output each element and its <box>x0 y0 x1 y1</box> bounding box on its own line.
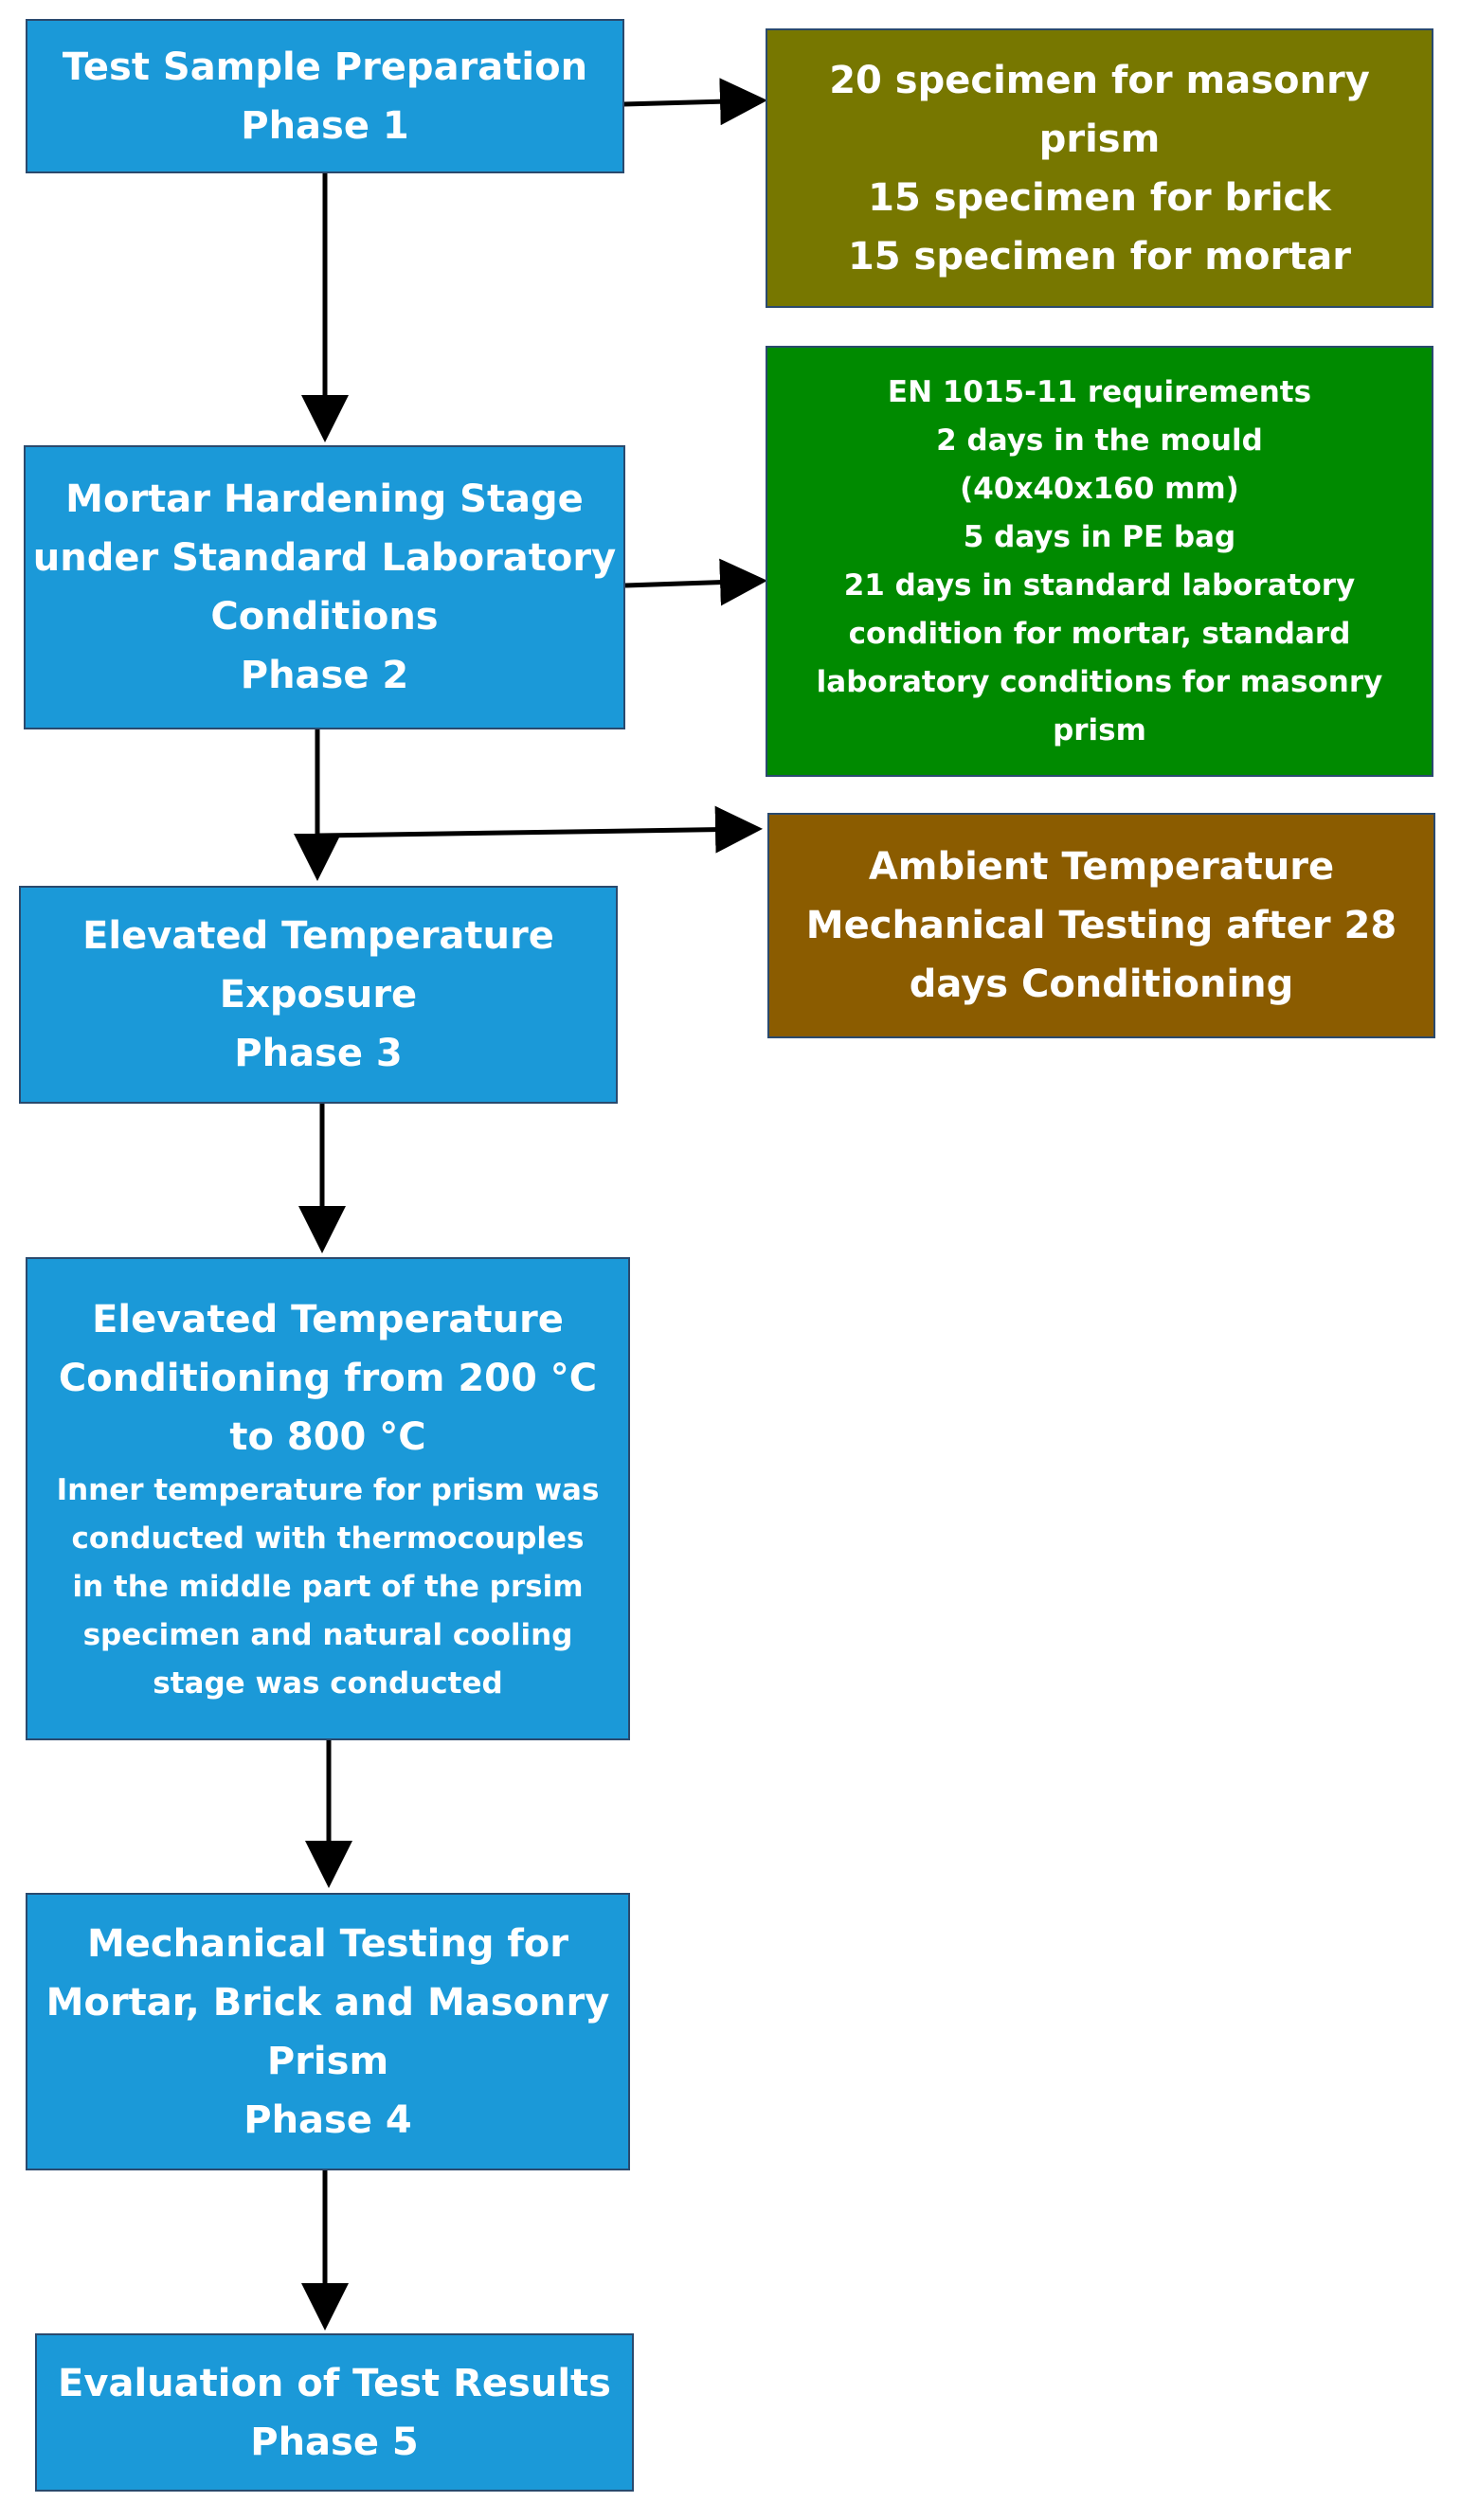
phase4-line: Prism <box>266 2039 389 2083</box>
phase5-box: Evaluation of Test Results Phase 5 <box>35 2333 634 2492</box>
phase4-line: Mechanical Testing for <box>86 1921 569 1966</box>
phase2-label: Phase 2 <box>240 654 409 697</box>
specimens-line: 15 specimen for mortar <box>847 234 1352 279</box>
phase5-title: Evaluation of Test Results <box>58 2361 611 2405</box>
phase2-line: under Standard Laboratory <box>32 536 617 580</box>
phase2-box: Mortar Hardening Stage under Standard La… <box>24 445 625 729</box>
phase1-title: Test Sample Preparation <box>62 45 588 89</box>
phase1-label: Phase 1 <box>241 103 409 148</box>
phase1-box: Test Sample Preparation Phase 1 <box>26 19 624 173</box>
conditioning-heading: to 800 °C <box>229 1414 426 1459</box>
requirements-line: 2 days in the mould <box>936 423 1263 458</box>
conditioning-box: Elevated Temperature Conditioning from 2… <box>26 1257 630 1740</box>
conditioning-detail: in the middle part of the prsim <box>72 1569 584 1604</box>
phase3-line: Elevated Temperature <box>82 914 554 958</box>
arrow-branch-to-ambient <box>318 805 763 854</box>
ambient-line: Ambient Temperature <box>868 845 1335 889</box>
specimens-line: prism <box>1038 117 1161 161</box>
phase4-label: Phase 4 <box>243 2097 412 2142</box>
phase5-label: Phase 5 <box>250 2420 419 2464</box>
phase2-line: Conditions <box>210 595 439 639</box>
requirements-line: 21 days in standard laboratory <box>843 567 1356 603</box>
ambient-line: Mechanical Testing after 28 <box>805 904 1397 947</box>
requirements-line: EN 1015-11 requirements <box>887 374 1312 409</box>
requirements-line: laboratory conditions for masonry <box>816 664 1383 699</box>
conditioning-detail: stage was conducted <box>153 1665 503 1701</box>
conditioning-heading: Conditioning from 200 °C <box>58 1356 598 1400</box>
phase4-box: Mechanical Testing for Mortar, Brick and… <box>26 1893 630 2170</box>
specimens-line: 20 specimen for masonry <box>829 58 1370 102</box>
conditioning-heading: Elevated Temperature <box>92 1297 564 1341</box>
conditioning-detail: Inner temperature for prism was <box>56 1472 600 1507</box>
phase4-line: Mortar, Brick and Masonry <box>45 1980 610 2025</box>
conditioning-detail: specimen and natural cooling <box>82 1617 573 1652</box>
arrow-phase1-to-specimens <box>622 78 767 126</box>
requirements-box: EN 1015-11 requirements 2 days in the mo… <box>766 346 1433 777</box>
specimens-box: 20 specimen for masonry prism 15 specime… <box>766 28 1433 308</box>
ambient-line: days Conditioning <box>909 963 1294 1006</box>
phase2-line: Mortar Hardening Stage <box>65 477 584 521</box>
requirements-line: prism <box>1053 712 1146 747</box>
requirements-line: 5 days in PE bag <box>963 519 1236 554</box>
conditioning-detail: conducted with thermocouples <box>71 1521 585 1556</box>
requirements-line: condition for mortar, standard <box>848 616 1351 651</box>
phase3-box: Elevated Temperature Exposure Phase 3 <box>19 886 618 1104</box>
requirements-line: (40x40x160 mm) <box>960 471 1239 506</box>
phase3-label: Phase 3 <box>234 1032 403 1075</box>
phase3-line: Exposure <box>219 973 418 1017</box>
specimens-line: 15 specimen for brick <box>868 175 1331 220</box>
arrow-phase2-to-requirements <box>624 558 767 606</box>
ambient-box: Ambient Temperature Mechanical Testing a… <box>767 813 1435 1038</box>
